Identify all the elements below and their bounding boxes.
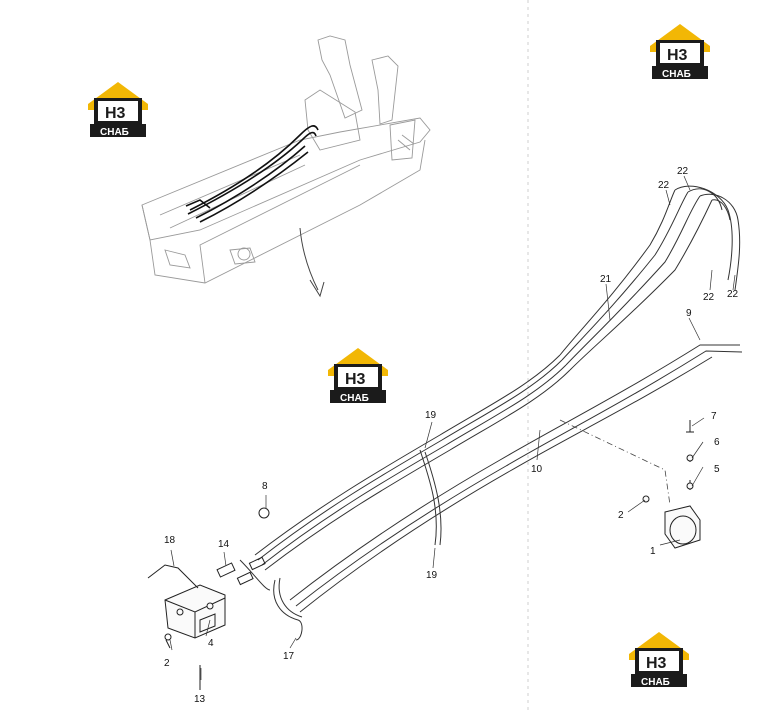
callout-22: 22 [727, 289, 739, 300]
callout-7: 7 [711, 411, 717, 422]
callout-6: 6 [714, 437, 720, 448]
callout-18: 18 [164, 535, 176, 546]
callout-22: 22 [658, 180, 670, 191]
machine-frame-overview [141, 35, 431, 284]
callout-22: 22 [703, 292, 715, 303]
logo-mark: H3 [345, 371, 366, 388]
logo-mark: H3 [667, 47, 688, 64]
logo-text: СНАБ [662, 69, 691, 80]
callout-17: 17 [283, 651, 295, 662]
o-ring [258, 507, 270, 519]
callout-8: 8 [262, 481, 268, 492]
callout-19: 19 [426, 570, 438, 581]
logo-mark: H3 [646, 655, 667, 672]
gear-pump [642, 420, 701, 549]
callout-labels: 1 2 2 4 5 6 7 8 9 10 13 14 17 18 19 19 2… [164, 166, 739, 705]
valve-fittings [147, 556, 266, 690]
pressure-line-bundle [254, 185, 741, 571]
logo-watermark: H3 СНАБ [629, 632, 689, 688]
frame-hose-bundle [185, 125, 319, 223]
loop-hoses [239, 559, 303, 641]
callout-leaders [169, 175, 736, 680]
pilot-line [419, 449, 442, 546]
callout-10: 10 [531, 464, 543, 475]
logo-text: СНАБ [100, 127, 129, 138]
logo-text: СНАБ [641, 677, 670, 688]
callout-5: 5 [714, 464, 720, 475]
callout-4: 4 [208, 638, 214, 649]
callout-19: 19 [425, 410, 437, 421]
callout-2: 2 [164, 658, 170, 669]
callout-9: 9 [686, 308, 692, 319]
callout-14: 14 [218, 539, 230, 550]
pump-dashed-link [559, 419, 671, 506]
logo-watermark: H3 СНАБ [88, 82, 148, 138]
logo-mark: H3 [105, 105, 126, 122]
callout-2: 2 [618, 510, 624, 521]
callout-13: 13 [194, 694, 206, 705]
logo-watermark: H3 СНАБ [650, 24, 710, 80]
logo-watermark: H3 СНАБ [328, 348, 388, 404]
control-valve [164, 584, 226, 639]
return-line [289, 344, 743, 613]
logo-text: СНАБ [340, 393, 369, 404]
callout-22: 22 [677, 166, 689, 177]
callout-1: 1 [650, 546, 656, 557]
callout-21: 21 [600, 274, 612, 285]
view-arrow [299, 227, 325, 298]
